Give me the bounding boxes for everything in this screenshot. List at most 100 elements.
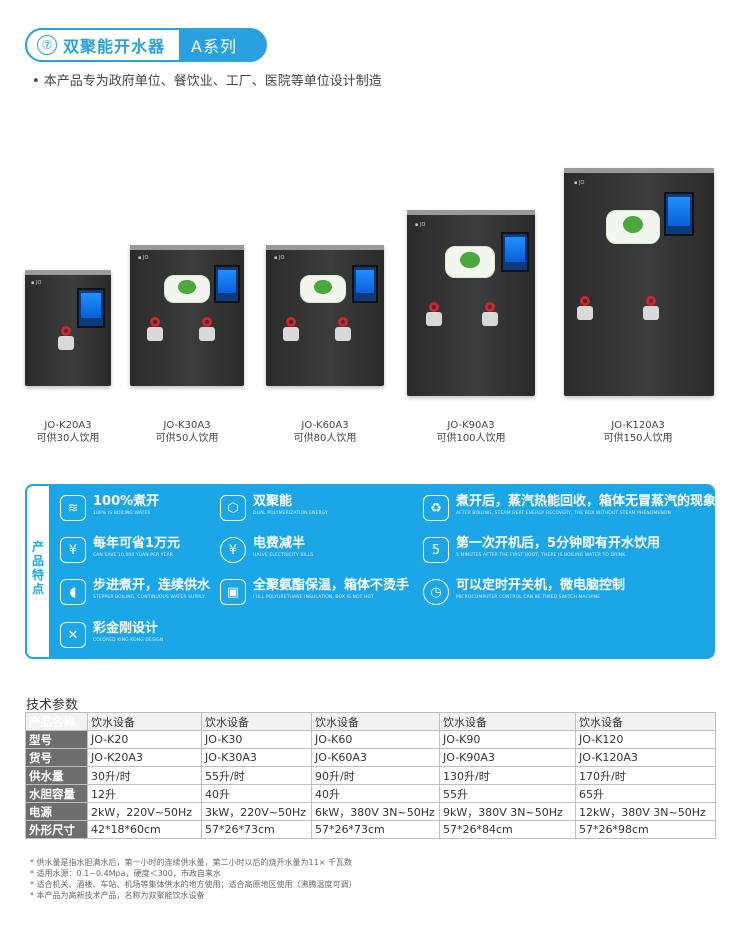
steam-icon: ≋ (60, 495, 86, 521)
features-side-label: 产品特点 (31, 540, 44, 596)
table-cell: JO-K20A3 (87, 748, 202, 767)
yen-icon: ¥ (220, 537, 246, 563)
sticker-icon (300, 275, 346, 303)
water-drop-icon: ◖ (60, 579, 86, 605)
table-cell: 30升/时 (87, 766, 202, 785)
table-cell: JO-K20 (87, 730, 202, 749)
row-header: 型号 (25, 730, 88, 749)
feature-subtitle: COLORED KING KONG DESIGN (93, 638, 164, 643)
row-header: 货号 (25, 748, 88, 767)
machine-image-k30: ▪ JO (130, 245, 244, 386)
row-header: 供水量 (25, 766, 88, 785)
table-cell: JO-K120 (575, 730, 716, 749)
table-cell: 55升/时 (201, 766, 312, 785)
table-cell: 57*26*73cm (201, 820, 312, 839)
machine-label-1: JO-K20A3 可供30人饮用 (13, 419, 123, 445)
feature-title: 可以定时开关机，微电脑控制 (456, 578, 626, 593)
table-cell: 130升/时 (439, 766, 576, 785)
machine-capacity: 可供100人饮用 (436, 433, 506, 444)
machine-image-k120: ▪ JO (564, 168, 714, 396)
table-cell: 170升/时 (575, 766, 716, 785)
feature-subtitle: 5 MINUTES AFTER THE FIRST BOOT, THERE IS… (456, 553, 626, 558)
feature-subtitle: DUAL POLYMERIZATION ENERGY (253, 511, 328, 516)
table-cell: 12升 (87, 784, 202, 803)
section-number: ⑦ (37, 35, 57, 55)
section-title-pill: ⑦ 双聚能开水器 A系列 (25, 28, 267, 62)
brand-logo-icon: ▪ JO (31, 280, 42, 286)
table-cell: 饮水设备 (201, 712, 312, 731)
water-tap-icon (423, 302, 445, 328)
title-left-part: ⑦ 双聚能开水器 (25, 28, 181, 62)
hexagon-icon: ⬡ (220, 495, 246, 521)
table-cell: 2kW，220V~50Hz (87, 802, 202, 821)
machine-model: JO-K90A3 (447, 420, 495, 431)
feature-title: 100%煮开 (93, 494, 160, 509)
footnotes: * 供水量是指水胆满水后，第一小时的连续供水量，第二小时以后的烧开水量为11× … (30, 857, 357, 901)
table-row: 供水量 30升/时 55升/时 90升/时 130升/时 170升/时 (25, 766, 716, 785)
table-cell: 饮水设备 (87, 712, 202, 731)
tools-icon: ✕ (60, 622, 86, 648)
table-row: 外形尺寸 42*18*60cm 57*26*73cm 57*26*73cm 57… (25, 820, 716, 839)
specs-heading: 技术参数 (26, 698, 79, 713)
display-screen-icon (501, 232, 529, 272)
table-cell: 65升 (575, 784, 716, 803)
table-cell: 40升 (201, 784, 312, 803)
table-cell: 57*26*98cm (575, 820, 716, 839)
table-cell: 40升 (311, 784, 440, 803)
water-tap-icon (196, 317, 218, 343)
water-tap-icon (144, 317, 166, 343)
five-minutes-icon: 5 (423, 537, 449, 563)
machine-capacity: 可供50人饮用 (155, 433, 219, 444)
feature-subtitle: HALVE ELECTRICITY BILLS (253, 553, 314, 558)
display-screen-icon (214, 265, 240, 303)
table-cell: JO-K30 (201, 730, 312, 749)
feature-title: 双聚能 (253, 494, 293, 509)
table-cell: 55升 (439, 784, 576, 803)
machine-label-4: JO-K90A3 可供100人饮用 (416, 419, 526, 445)
table-cell: JO-K60 (311, 730, 440, 749)
machine-model: JO-K20A3 (44, 420, 92, 431)
table-row: 型号 JO-K20 JO-K30 JO-K60 JO-K90 JO-K120 (25, 730, 716, 749)
intro-text: • 本产品专为政府单位、餐饮业、工厂、医院等单位设计制造 (32, 74, 382, 89)
feature-title: 彩金刚设计 (93, 621, 159, 636)
features-side-tab (25, 484, 51, 659)
features-panel (25, 484, 715, 659)
water-tap-icon (332, 317, 354, 343)
machine-model: JO-K30A3 (163, 420, 211, 431)
brand-logo-icon: ▪ JO (138, 255, 149, 261)
table-cell: 饮水设备 (311, 712, 440, 731)
table-row: 水胆容量 12升 40升 40升 55升 65升 (25, 784, 716, 803)
water-tap-icon (55, 326, 77, 352)
machine-image-k60: ▪ JO (266, 245, 384, 386)
row-header: 外形尺寸 (25, 820, 88, 839)
feature-item: ✕ 彩金刚设计 COLORED KING KONG DESIGN (60, 621, 163, 648)
machine-label-5: JO-K120A3 可供150人饮用 (583, 419, 693, 445)
feature-subtitle: 100% IS BOILING WATER (93, 511, 151, 516)
display-screen-icon (352, 265, 378, 303)
table-cell: 57*26*73cm (311, 820, 440, 839)
table-cell: JO-K90A3 (439, 748, 576, 767)
table-cell: 42*18*60cm (87, 820, 202, 839)
footnote: * 供水量是指水胆满水后，第一小时的连续供水量，第二小时以后的烧开水量为11× … (30, 858, 352, 867)
water-tap-icon (640, 296, 662, 322)
machine-capacity: 可供30人饮用 (36, 433, 100, 444)
feature-title: 每年可省1万元 (93, 536, 181, 551)
water-tap-icon (479, 302, 501, 328)
sticker-icon (445, 246, 495, 278)
table-cell: 57*26*84cm (439, 820, 576, 839)
brand-logo-icon: ▪ JO (274, 255, 285, 261)
brand-logo-icon: ▪ JO (574, 180, 585, 186)
water-tap-icon (574, 296, 596, 322)
table-cell: 饮水设备 (439, 712, 576, 731)
machine-model: JO-K120A3 (611, 420, 665, 431)
row-header: 水胆容量 (25, 784, 88, 803)
insulation-icon: ▣ (220, 579, 246, 605)
row-header: 产品名称 (25, 712, 88, 731)
feature-title: 全聚氨酯保温，箱体不烫手 (253, 578, 410, 593)
table-cell: 9kW，380V 3N~50Hz (439, 802, 576, 821)
